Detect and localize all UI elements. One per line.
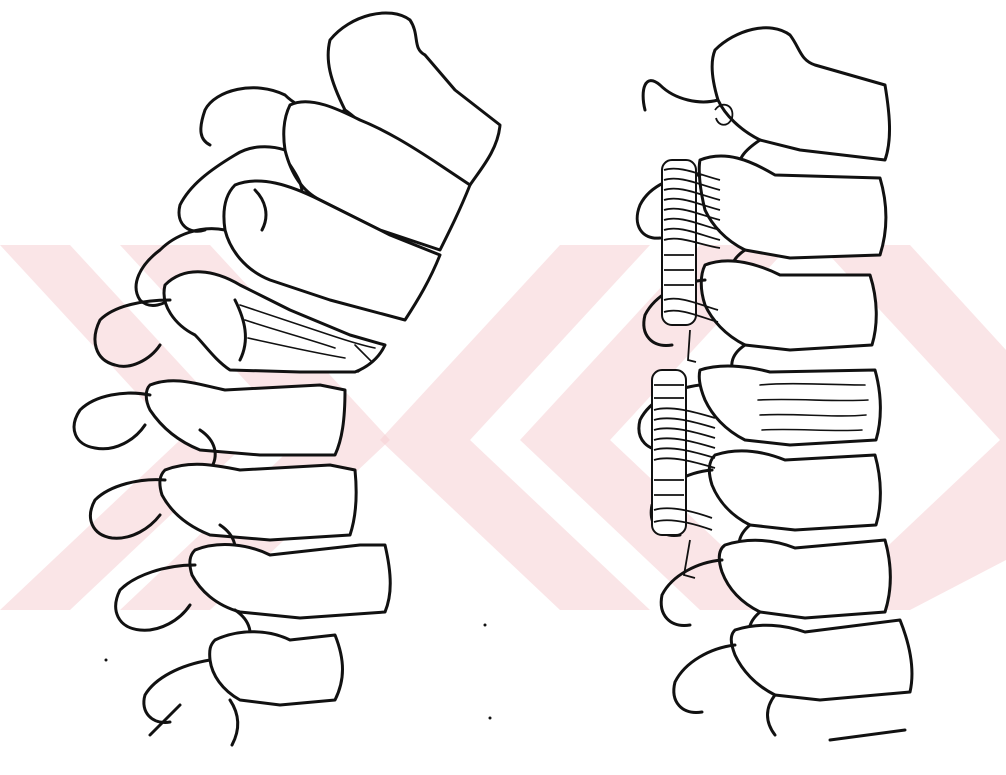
vertebra-c5-graft [699, 366, 880, 445]
vertebra-c2-right [712, 28, 889, 160]
vertebra-t1 [190, 545, 390, 618]
vertebra-c6-right [709, 451, 880, 530]
spine-after-posterior-wiring [637, 28, 912, 740]
vertebra-t1-right [731, 620, 912, 700]
scan-dot [105, 659, 108, 662]
vertebra-c7 [160, 464, 356, 540]
scan-dot [489, 717, 492, 720]
vertebra-c4-right [701, 261, 876, 350]
scan-dot [484, 624, 487, 627]
vertebra-c3-right [699, 156, 886, 258]
vertebra-t2 [210, 632, 343, 705]
